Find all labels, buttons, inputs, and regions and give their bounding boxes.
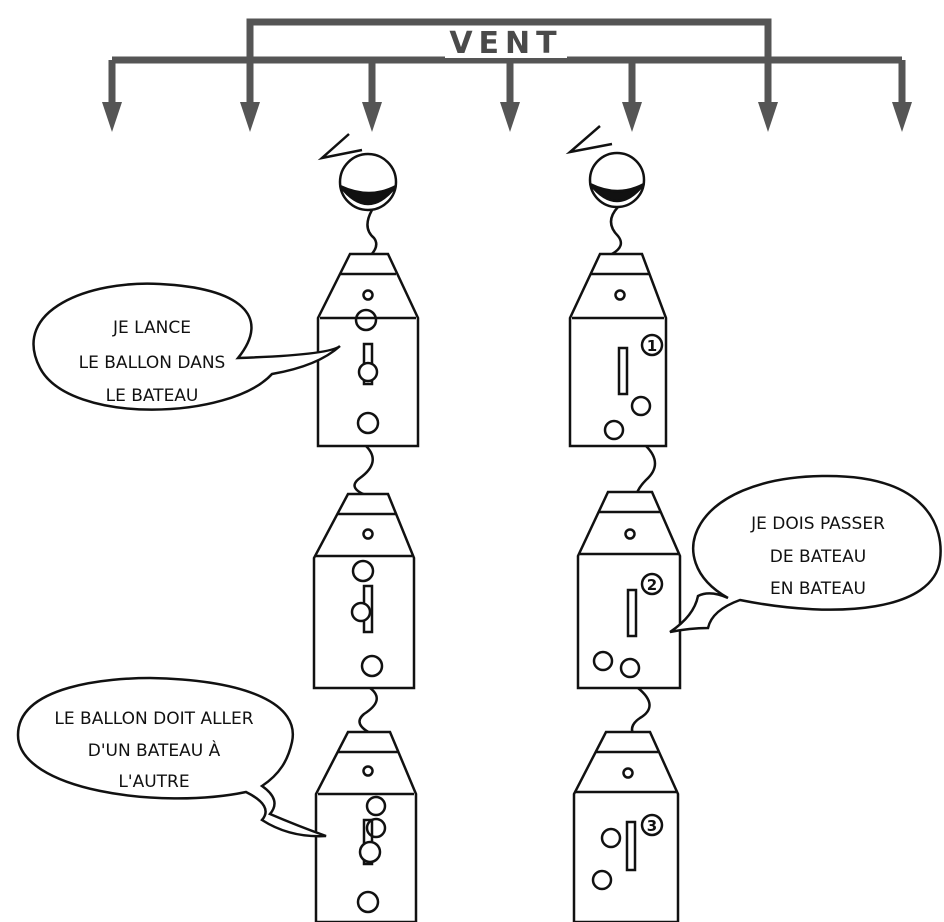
bubble-pass-line: EN BATEAU — [770, 579, 866, 599]
boat-number-badge — [640, 333, 664, 357]
ball-icon — [362, 528, 374, 540]
mast-icon — [617, 346, 629, 396]
tether — [358, 687, 378, 736]
buoy-icon — [338, 152, 398, 212]
boat-number: 1 — [647, 337, 657, 355]
boat-number-badge — [640, 572, 664, 596]
bubble-throw-line: LE BATEAU — [106, 386, 199, 406]
bubble-throw — [32, 282, 341, 411]
flag-icon — [565, 125, 613, 155]
tether — [366, 209, 378, 257]
tether — [353, 445, 374, 498]
boat-icon — [572, 730, 680, 922]
ball-icon — [356, 890, 380, 914]
boat-icon — [576, 490, 682, 690]
bubble-pass-line: DE BATEAU — [770, 547, 866, 567]
boat-number: 2 — [647, 576, 657, 594]
ball-icon — [591, 869, 613, 891]
ball-icon — [365, 817, 387, 839]
ball-icon — [624, 528, 636, 540]
ball-icon — [354, 308, 378, 332]
ball-icon — [360, 654, 384, 678]
ball-icon — [619, 657, 641, 679]
tether — [609, 206, 623, 256]
boat-number-badge — [640, 813, 664, 837]
bubble-ball-line: D'UN BATEAU À — [88, 739, 221, 761]
tether — [630, 687, 651, 737]
bubble-throw-line: JE LANCE — [112, 318, 191, 338]
ball-icon — [630, 395, 652, 417]
ball-icon — [358, 840, 382, 864]
boat-number: 3 — [647, 817, 657, 835]
flag-icon — [317, 133, 363, 161]
boat-icon — [312, 492, 416, 690]
ball-icon — [622, 767, 634, 779]
ball-icon — [592, 650, 614, 672]
wind-arrow-icon — [102, 102, 122, 132]
boat-icon — [314, 730, 418, 922]
left-chain — [312, 133, 420, 922]
ball-icon — [603, 419, 625, 441]
mast-icon — [625, 820, 637, 872]
ball-icon — [600, 827, 622, 849]
bubble-throw-line: LE BALLON DANS — [79, 353, 226, 373]
speech-bubbles — [16, 282, 942, 838]
boat-icon — [568, 252, 668, 448]
wind-arrow-icon — [240, 102, 260, 132]
wind-arrow-heads — [102, 102, 912, 132]
wind-arrow-icon — [622, 102, 642, 132]
ball-icon — [365, 795, 387, 817]
wind-arrow-icon — [500, 102, 520, 132]
ball-icon — [362, 765, 374, 777]
vent-label: VENT — [449, 26, 562, 61]
bubble-ball-line: L'AUTRE — [118, 772, 189, 792]
wind-arrow-icon — [362, 102, 382, 132]
vent-label-bg — [445, 30, 567, 58]
wind-arrow-icon — [892, 102, 912, 132]
ball-icon — [614, 289, 626, 301]
ball-icon — [357, 361, 379, 383]
ball-icon — [356, 411, 380, 435]
ball-icon — [351, 559, 375, 583]
boat-icon — [316, 252, 420, 448]
mast-icon — [626, 588, 638, 638]
bubble-ball — [16, 676, 327, 838]
wind-indicator — [108, 18, 906, 110]
bubble-pass-line: JE DOIS PASSER — [750, 514, 885, 534]
wind-arrow-icon — [758, 102, 778, 132]
ball-icon — [350, 601, 372, 623]
bubble-pass — [669, 474, 942, 634]
right-chain — [565, 125, 682, 922]
ball-icon — [362, 289, 374, 301]
bubble-ball-line: LE BALLON DOIT ALLER — [54, 709, 253, 729]
buoy-icon — [588, 151, 646, 209]
